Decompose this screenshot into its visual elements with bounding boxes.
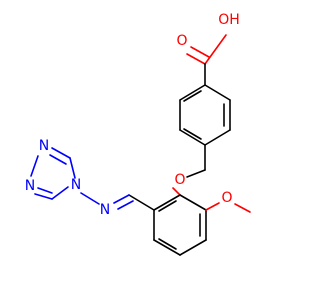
methylene-to-ether-oxygen-bond — [186, 169, 206, 178]
imine-nitrogen-label: N — [100, 202, 110, 218]
carboxyl-carbon-to-oh-bond — [204, 34, 227, 65]
triazole-c5-to-n1-double-bond-a — [51, 147, 71, 159]
methoxy-ring-inner-double-bond-3 — [158, 200, 177, 212]
triazole-n1-to-n2-bond — [30, 155, 39, 177]
carboxyl-carbon-to-oxygen-double-bond-a — [186, 53, 206, 65]
methoxy-ring-bond-6 — [153, 194, 181, 211]
triazole-n4-label: N — [71, 177, 81, 193]
triazole-n2-to-c3-double-bond-b — [37, 187, 53, 194]
methoxy-ring-bond-3 — [179, 239, 207, 256]
aryl-to-imine-carbon-bond — [128, 194, 155, 211]
triazole-c3-to-n4-bond — [51, 186, 69, 200]
carboxyl-carbon-to-oxygen-double-bond-b — [190, 46, 210, 58]
diagram-background — [0, 0, 300, 300]
ether-oxygen-label: O — [174, 172, 185, 188]
methoxy-oxygen-to-methyl-bond — [234, 203, 251, 213]
benzoic-ring-bond-6 — [179, 84, 206, 101]
triazole-c5-to-n1-double-bond-b — [49, 154, 67, 165]
triazole-n4-to-c5-bond — [69, 157, 76, 179]
triazole-n2-label: N — [25, 178, 35, 194]
methoxy-oxygen-label: O — [221, 190, 232, 206]
triazole-n2-to-c3-double-bond-a — [34, 193, 53, 200]
imine-nitrogen-to-triazole-bond — [80, 192, 100, 205]
imine-carbon-nitrogen-double-bond-b — [117, 200, 134, 210]
benzoic-ring-bond-4 — [179, 129, 206, 146]
triazole-n1-label: N — [39, 138, 49, 154]
ether-oxygen-to-aryl-bond — [172, 187, 181, 196]
benzoic-ring-bond-3 — [204, 129, 231, 146]
benzoic-ring-inner-double-bond-2 — [183, 128, 202, 140]
methoxy-ring-inner-double-bond-2 — [158, 238, 177, 250]
aryl-to-methoxy-oxygen-bond — [205, 202, 220, 211]
methoxy-ring-bond-4 — [153, 239, 181, 256]
benzoic-ring-inner-double-bond-3 — [183, 90, 202, 102]
carboxyl-hydroxyl-label: OH — [218, 12, 240, 28]
benzoic-ring-bond-1 — [204, 84, 231, 101]
chemical-structure-diagram: O OH O O N N N N — [0, 0, 300, 300]
imine-carbon-nitrogen-double-bond-a — [113, 194, 130, 204]
carboxyl-carbonyl-oxygen-label: O — [176, 33, 187, 49]
methoxy-ring-bond-1 — [179, 194, 207, 211]
